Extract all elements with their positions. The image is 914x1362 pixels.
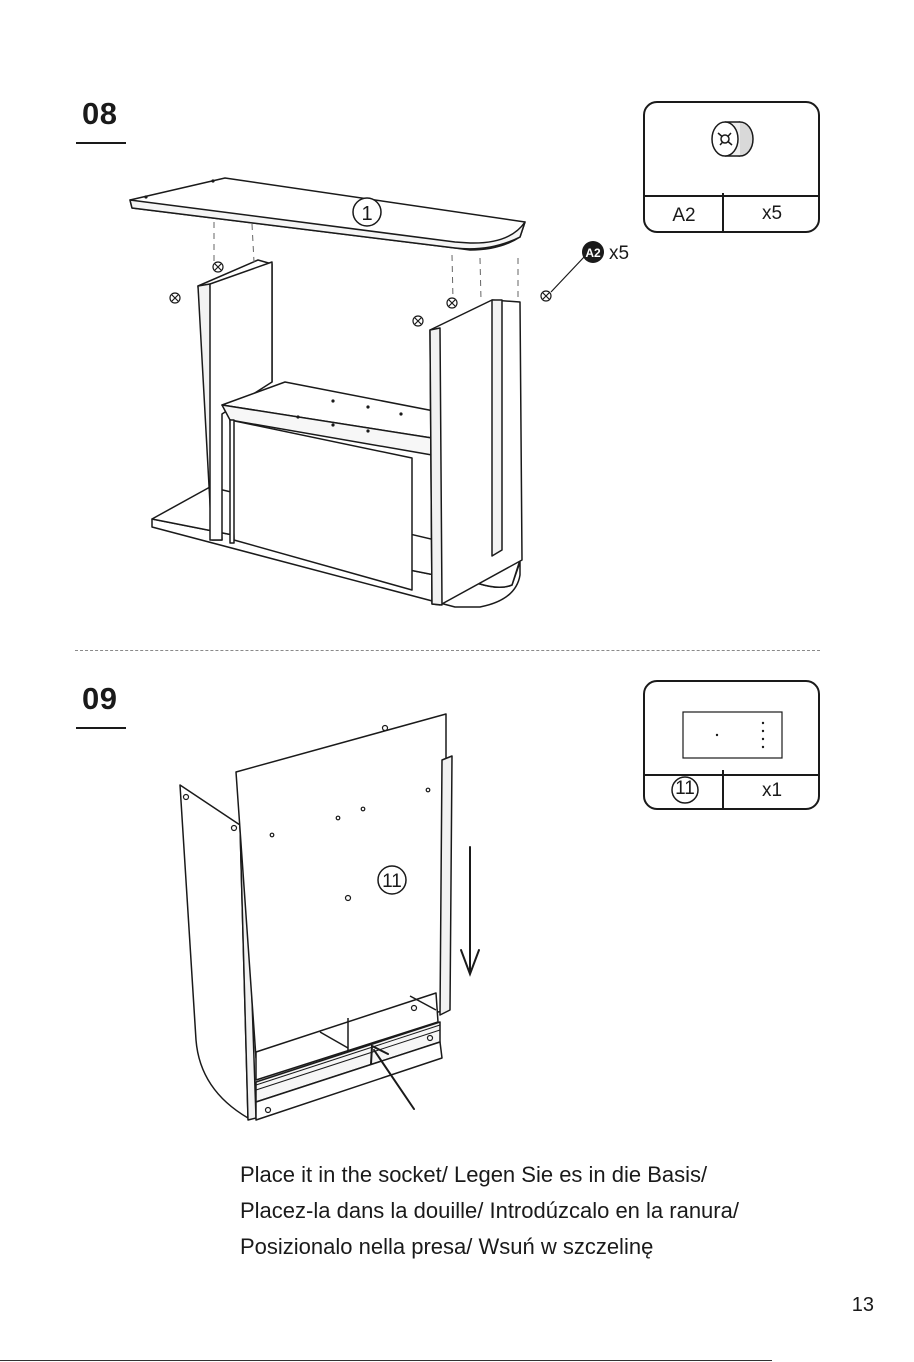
instruction-caption: Place it in the socket/ Legen Sie es in … — [240, 1157, 860, 1265]
callout-quantity: x5 — [609, 243, 629, 264]
panel-label-11: 11 — [382, 871, 402, 892]
caption-line: Placez-la dans la douille/ Introdúzcalo … — [240, 1193, 860, 1229]
page-number: 13 — [852, 1294, 874, 1317]
step-09-assembly-drawing: 11 — [0, 680, 914, 1180]
callout-badge: A2 — [585, 246, 601, 260]
step-08-assembly-drawing: A2 x5 1 — [0, 0, 914, 640]
caption-line: Place it in the socket/ Legen Sie es in … — [240, 1157, 860, 1193]
caption-line: Posizionalo nella presa/ Wsuń w szczelin… — [240, 1229, 860, 1265]
panel-label-1: 1 — [361, 203, 372, 225]
bottom-rule — [0, 1360, 772, 1361]
section-divider — [75, 650, 820, 651]
